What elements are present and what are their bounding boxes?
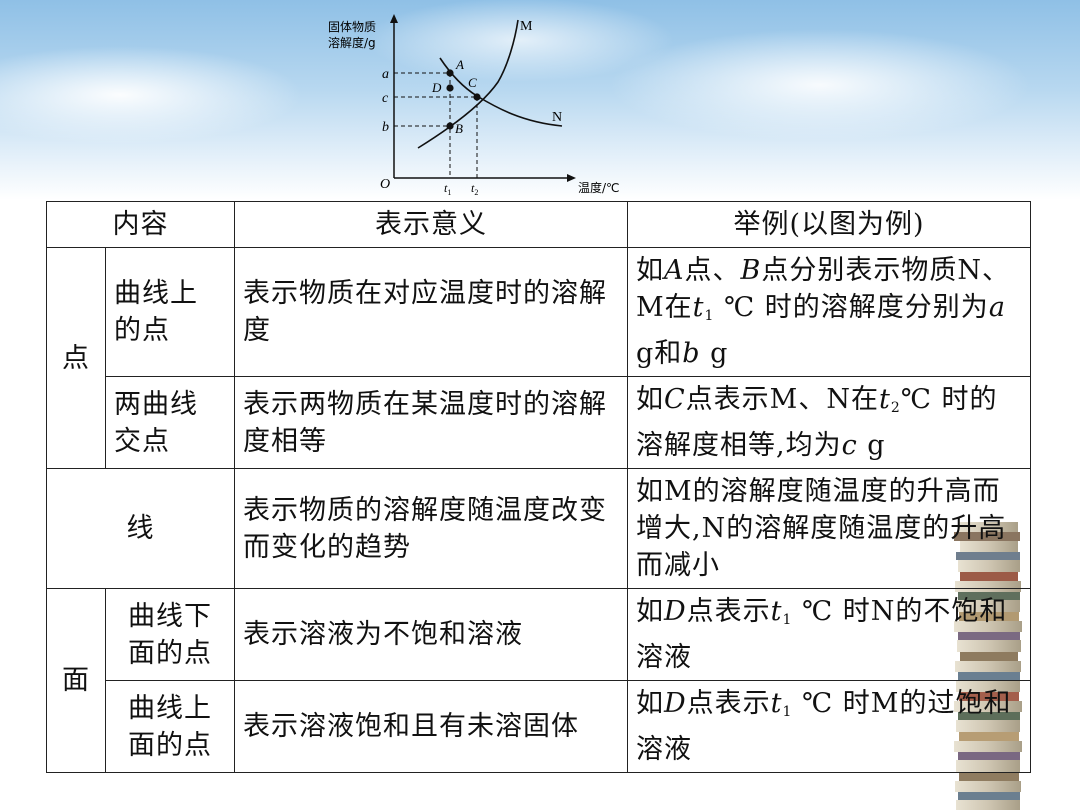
x-axis-label: 温度/℃ bbox=[578, 180, 620, 195]
table-header-row: 内容 表示意义 举例(以图为例) bbox=[46, 201, 1031, 248]
category-point: 点 bbox=[46, 247, 106, 469]
row-meaning: 表示溶液为不饱和溶液 bbox=[234, 588, 628, 681]
y-axis-arrow bbox=[390, 14, 398, 23]
row-subject: 曲线下 面的点 bbox=[105, 588, 235, 681]
subject-line: 两曲线 bbox=[114, 388, 198, 420]
table-row: 面 曲线下 面的点 表示溶液为不饱和溶液 如D点表示t1 ℃ 时N的不饱和溶液 bbox=[46, 588, 1031, 773]
table-row: 曲线上 面的点 表示溶液饱和且有未溶固体 如D点表示t1 ℃ 时M的过饱和溶液 bbox=[47, 680, 1031, 773]
subject-line: 交点 bbox=[114, 425, 170, 457]
row-example: 如D点表示t1 ℃ 时N的不饱和溶液 bbox=[627, 588, 1031, 681]
subject-line: 曲线上 bbox=[114, 278, 198, 309]
category-face: 面 bbox=[46, 588, 106, 773]
row-example: 如A点、B点分别表示物质N、M在t1 ℃ 时的溶解度分别为a g和b g bbox=[627, 247, 1031, 377]
subject-line: 曲线上 bbox=[128, 692, 212, 724]
y-axis-label-line1: 固体物质 bbox=[328, 20, 376, 34]
category-line: 线 bbox=[46, 468, 235, 589]
row-subject: 两曲线 交点 bbox=[105, 376, 235, 469]
x-axis-arrow bbox=[567, 174, 576, 182]
curve-n-label: N bbox=[552, 110, 562, 125]
sky-background bbox=[0, 0, 1080, 200]
point-a-label: A bbox=[455, 57, 464, 72]
point-d bbox=[446, 84, 454, 92]
header-example: 举例(以图为例) bbox=[627, 201, 1031, 248]
solubility-graph: 固体物质 溶解度/g 温度/℃ O M N a c b t1 t2 A D C … bbox=[328, 14, 620, 197]
point-a bbox=[446, 69, 454, 77]
point-b bbox=[446, 122, 454, 130]
tick-a: a bbox=[382, 67, 389, 82]
header-content: 内容 bbox=[46, 201, 235, 248]
table-row: 线 表示物质的溶解度随温度改变而变化的趋势 如M的溶解度随温度的升高而增大,N的… bbox=[46, 468, 1031, 589]
row-example: 如M的溶解度随温度的升高而增大,N的溶解度随温度的升高而减小 bbox=[627, 468, 1031, 589]
subject-line: 面的点 bbox=[128, 637, 212, 669]
point-d-label: D bbox=[431, 80, 442, 95]
subject-line: 面的点 bbox=[128, 729, 212, 761]
table-row: 点 曲线上 的点 表示物质在对应温度时的溶解度 如A点、B点分别表示物质N、M在… bbox=[46, 247, 1031, 469]
curve-m-label: M bbox=[520, 19, 533, 34]
row-meaning: 表示两物质在某温度时的溶解度相等 bbox=[234, 376, 628, 469]
point-c-label: C bbox=[468, 75, 477, 90]
tick-b: b bbox=[382, 120, 389, 135]
tick-t2: t2 bbox=[471, 181, 478, 197]
tick-t1: t1 bbox=[444, 181, 451, 197]
row-meaning: 表示溶液饱和且有未溶固体 bbox=[234, 680, 628, 773]
row-example: 如D点表示t1 ℃ 时M的过饱和溶液 bbox=[627, 680, 1031, 773]
row-subject: 曲线上 的点 bbox=[105, 247, 235, 377]
row-meaning: 表示物质在对应温度时的溶解度 bbox=[234, 247, 628, 377]
curve-m bbox=[417, 19, 519, 149]
meaning-table: 内容 表示意义 举例(以图为例) 点 曲线上 的点 表示物质在对应温度时的溶解度… bbox=[46, 201, 1031, 773]
row-example: 如C点表示M、N在t2℃ 时的溶解度相等,均为c g bbox=[627, 376, 1031, 469]
origin-label: O bbox=[380, 177, 390, 192]
row-subject: 曲线上 面的点 bbox=[105, 680, 235, 773]
point-c bbox=[473, 93, 481, 101]
tick-c: c bbox=[382, 91, 389, 106]
subject-line: 的点 bbox=[114, 315, 170, 346]
row-meaning: 表示物质的溶解度随温度改变而变化的趋势 bbox=[234, 468, 628, 589]
table-row: 两曲线 交点 表示两物质在某温度时的溶解度相等 如C点表示M、N在t2℃ 时的溶… bbox=[47, 376, 1031, 469]
y-axis-label-line2: 溶解度/g bbox=[328, 35, 376, 50]
subject-line: 曲线下 bbox=[128, 600, 212, 632]
point-b-label: B bbox=[455, 121, 463, 136]
header-meaning: 表示意义 bbox=[234, 201, 628, 248]
